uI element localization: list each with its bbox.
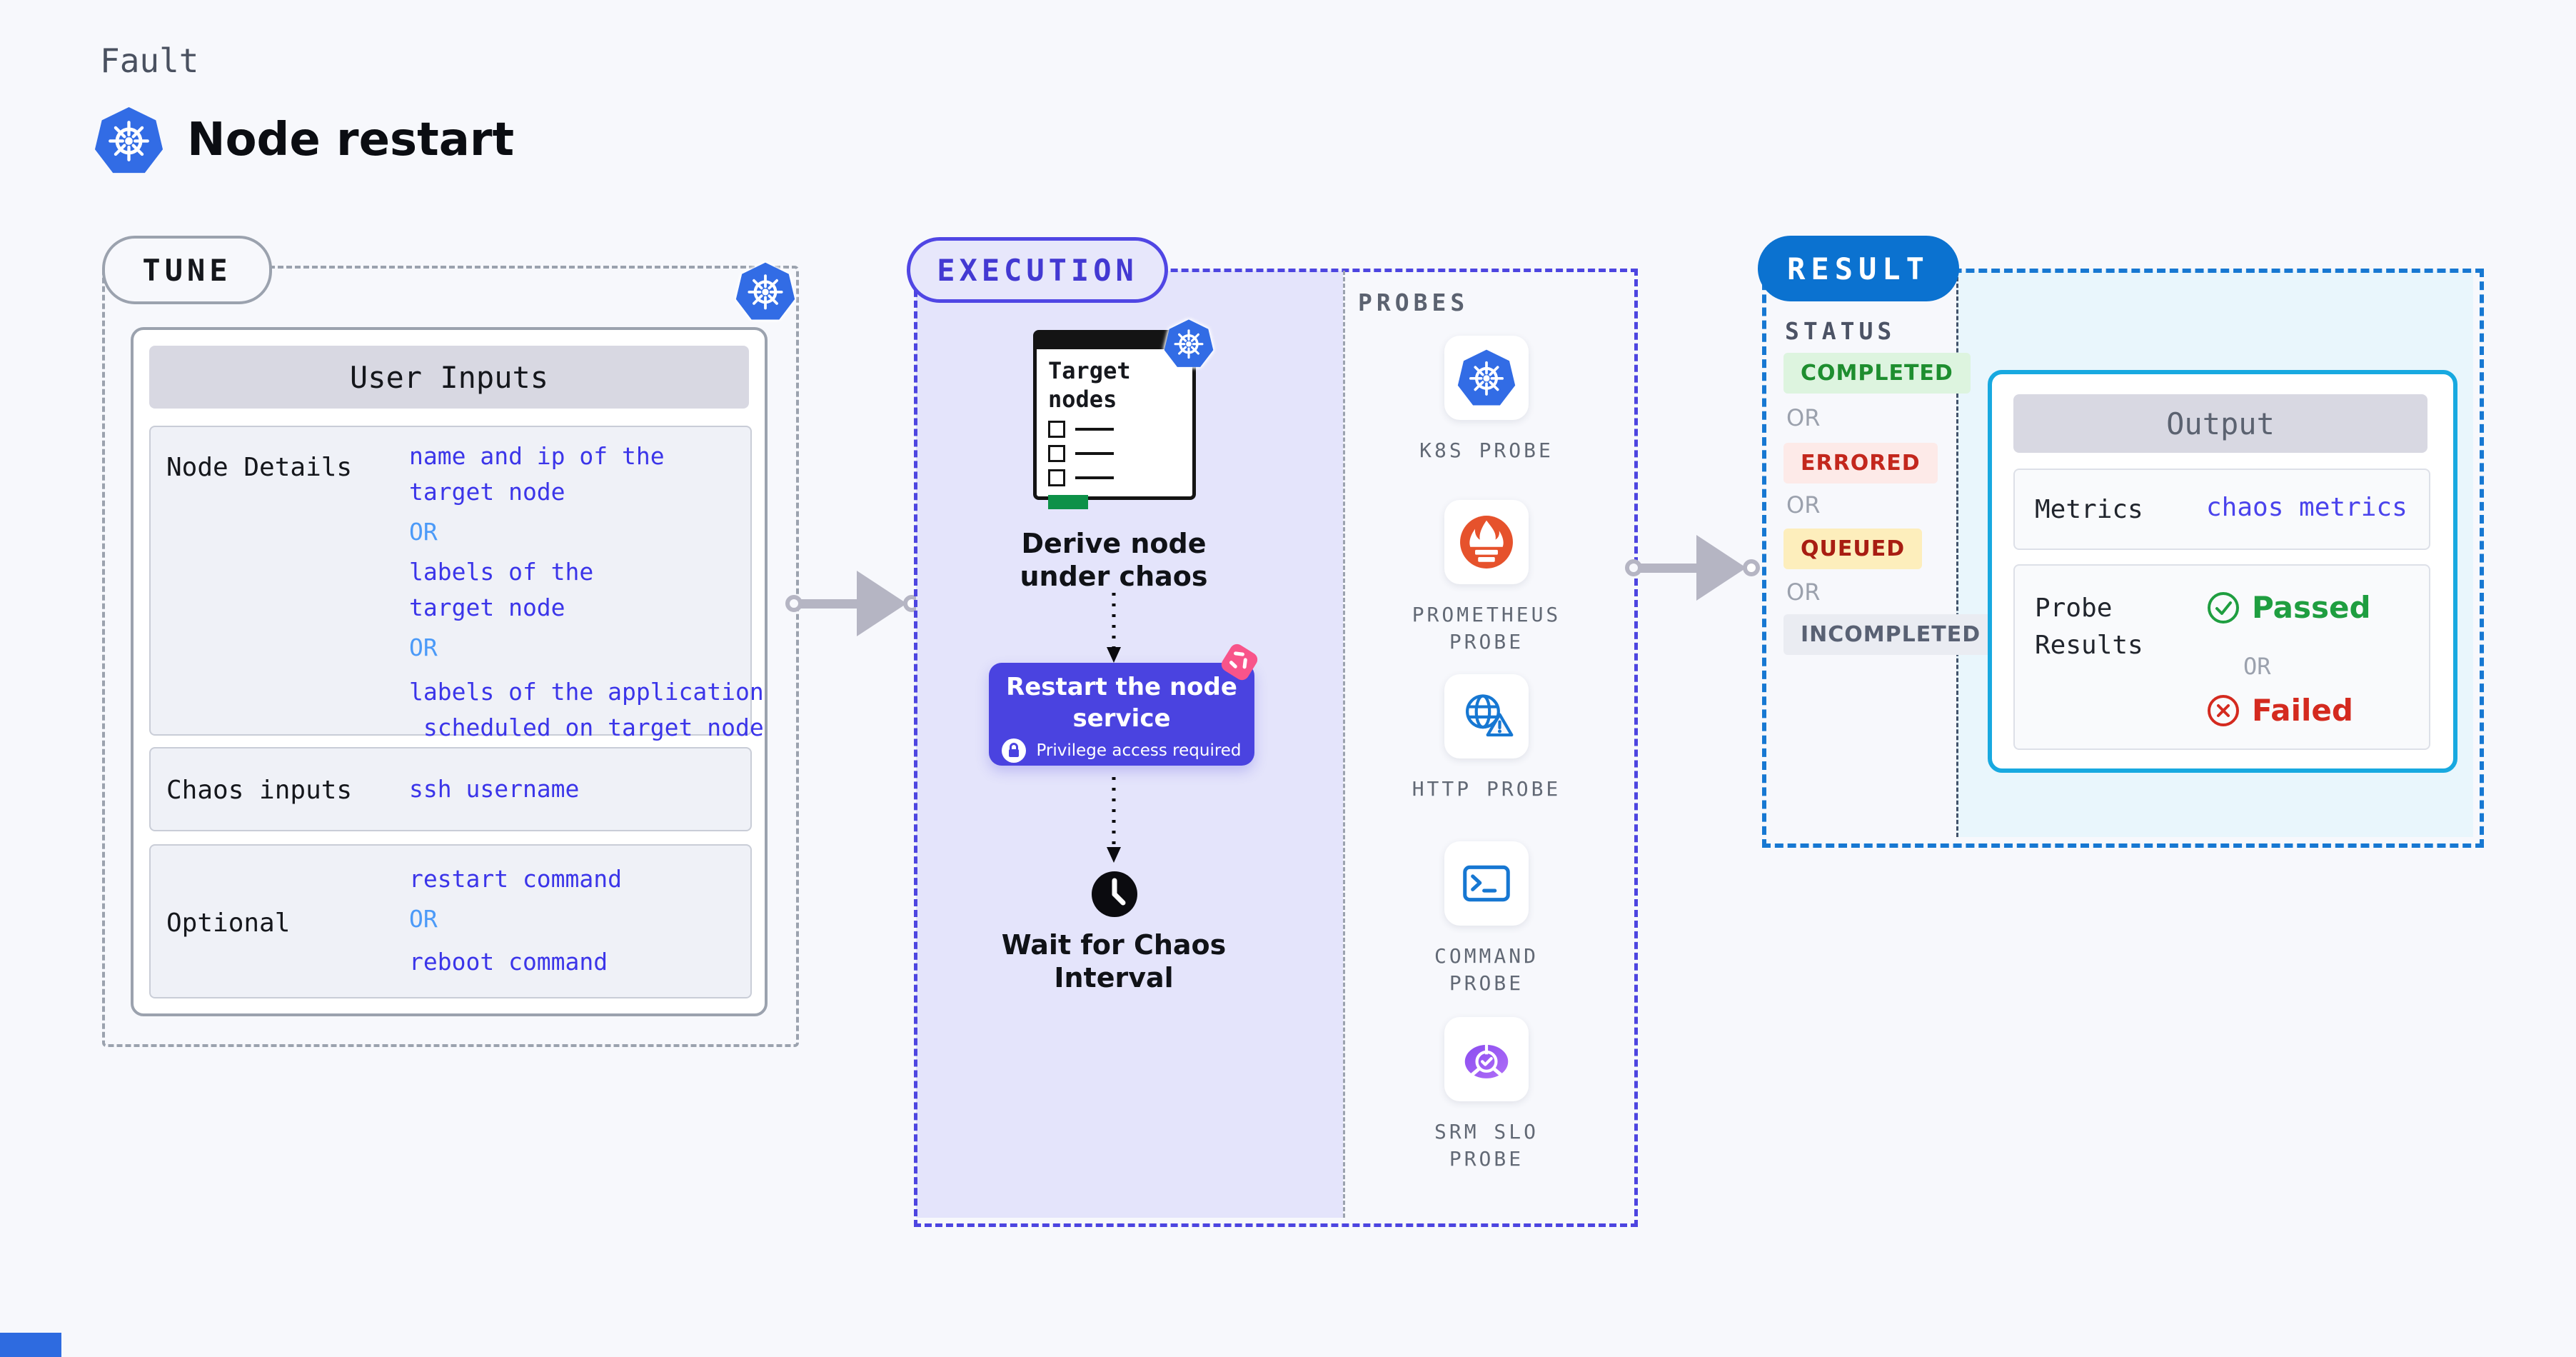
target-nodes-title: Target nodes: [1048, 357, 1131, 413]
node-checkbox-row: [1048, 421, 1181, 438]
output-header: Output: [2013, 394, 2427, 453]
lock-icon: [1002, 738, 1027, 763]
or-separator: OR: [2243, 653, 2271, 680]
status-badge-incompleted: INCOMPLETED: [1783, 614, 1998, 655]
execution-to-result-arrow-icon: [1625, 529, 1761, 607]
metrics-label: Metrics: [2035, 495, 2143, 524]
result-section: [1762, 269, 2484, 848]
dotted-down-arrow-icon: [1107, 777, 1121, 863]
x-circle-icon: [2208, 694, 2239, 726]
derive-node-caption: Derive node under chaos: [1020, 528, 1208, 592]
probe-results-row: Probe Results Passed OR Failed: [2013, 564, 2430, 750]
probe-label: COMMAND PROBE: [1434, 944, 1539, 995]
slo-gauge-icon: [1464, 1041, 1509, 1078]
or-separator: OR: [409, 518, 438, 546]
node-details-row: Node Details name and ip of the target n…: [149, 426, 764, 741]
clock-icon: [1092, 871, 1137, 917]
or-separator: OR: [1786, 491, 1821, 519]
probe-label: PROMETHEUS PROBE: [1412, 603, 1561, 654]
prometheus-probe-card: [1444, 500, 1529, 584]
k8s-probe-card: [1444, 336, 1529, 420]
privilege-note: Privilege access required: [1036, 741, 1242, 760]
target-nodes-card: Target nodes: [1033, 330, 1196, 509]
privilege-row: Privilege access required: [989, 738, 1254, 763]
execution-section: [914, 269, 1638, 1227]
kubernetes-icon: [1457, 349, 1516, 407]
prometheus-icon: [1460, 516, 1513, 569]
tune-section: [102, 266, 799, 1047]
chaos-inputs-label: Chaos inputs: [166, 776, 353, 805]
kubernetes-icon: [94, 106, 163, 175]
http-probe-card: [1444, 674, 1529, 758]
bottom-left-strip: [0, 1333, 61, 1357]
node-details-label: Node Details: [166, 453, 353, 482]
probe-label: SRM SLO PROBE: [1434, 1120, 1539, 1171]
card-title-bar: [1037, 334, 1192, 349]
srm-slo-probe-card: [1444, 1017, 1529, 1101]
probe-label: K8S PROBE: [1419, 439, 1554, 462]
probes-divider: [1343, 271, 1345, 1218]
user-inputs-header: User Inputs: [149, 346, 749, 409]
or-separator: OR: [1786, 404, 1821, 431]
restart-step-title: Restart the node service: [1006, 673, 1237, 733]
checkbox-icon: [1048, 445, 1065, 462]
tune-to-execution-arrow-icon: [785, 564, 921, 643]
kubernetes-icon: [1164, 319, 1214, 369]
execution-badge: EXECUTION: [907, 237, 1168, 303]
passed-result: Passed: [2206, 590, 2371, 625]
http-globe-warning-icon: [1466, 694, 1514, 737]
wait-caption: Wait for Chaos Interval: [1001, 929, 1227, 993]
optional-values: restart command OR reboot command: [409, 865, 623, 976]
result-divider: [1956, 271, 1958, 837]
restart-node-service-step: Restart the node service Privilege acces…: [989, 641, 1260, 766]
probe-label: HTTP PROBE: [1412, 777, 1561, 801]
checkbox-icon: [1048, 421, 1065, 438]
result-badge: RESULT: [1758, 236, 1959, 301]
chaos-inputs-value: ssh username: [409, 775, 580, 803]
check-circle-icon: [2208, 591, 2239, 624]
status-badge-errored: ERRORED: [1783, 443, 1938, 484]
optional-label: Optional: [166, 908, 291, 938]
or-separator: OR: [409, 634, 438, 661]
probes-heading: PROBES: [1358, 289, 1469, 316]
fault-eyebrow: Fault: [100, 41, 199, 80]
checkbox-icon: [1048, 469, 1065, 486]
progress-bar: [1048, 495, 1088, 509]
metrics-value: chaos metrics: [2206, 493, 2408, 522]
terminal-icon: [1463, 865, 1510, 902]
failed-result: Failed: [2206, 693, 2353, 728]
chaos-inputs-row: Chaos inputs ssh username: [149, 747, 752, 831]
tune-badge: TUNE: [102, 236, 272, 304]
kubernetes-icon: [735, 261, 795, 321]
or-separator: OR: [409, 905, 438, 933]
metrics-row: Metrics chaos metrics: [2013, 469, 2430, 550]
probe-results-label: Probe Results: [2035, 594, 2143, 660]
node-checkbox-row: [1048, 469, 1181, 486]
dotted-down-arrow-icon: [1107, 593, 1121, 663]
or-separator: OR: [1786, 579, 1821, 606]
status-badge-completed: COMPLETED: [1783, 353, 1971, 394]
command-probe-card: [1444, 841, 1529, 926]
user-inputs-card: User Inputs Node Details name and ip of …: [131, 327, 768, 1016]
node-checkbox-row: [1048, 445, 1181, 462]
status-badge-queued: QUEUED: [1783, 529, 1923, 569]
node-details-values: name and ip of the target node OR labels…: [409, 442, 764, 741]
status-heading: STATUS: [1785, 317, 1896, 345]
page-title: Node restart: [187, 114, 515, 166]
optional-row: Optional restart command OR reboot comma…: [149, 844, 752, 998]
output-card: Output Metrics chaos metrics Probe Resul…: [1988, 370, 2457, 773]
